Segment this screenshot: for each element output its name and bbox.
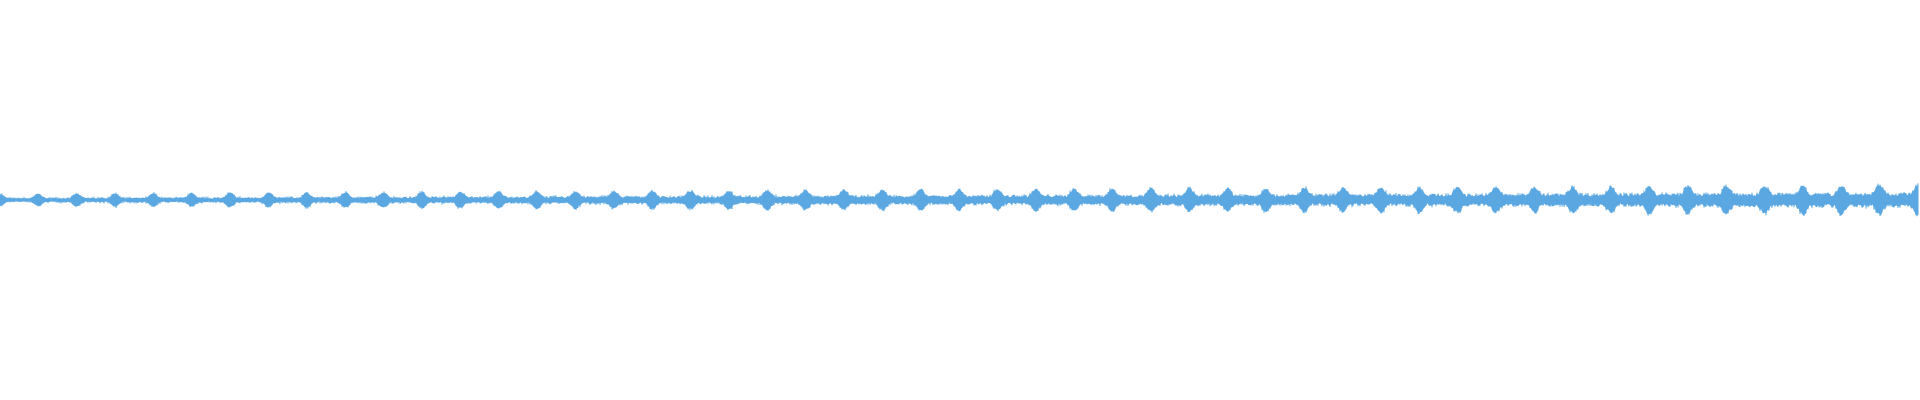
waveform-sample-lines (0, 183, 1919, 217)
waveform-samples (0, 183, 1919, 217)
